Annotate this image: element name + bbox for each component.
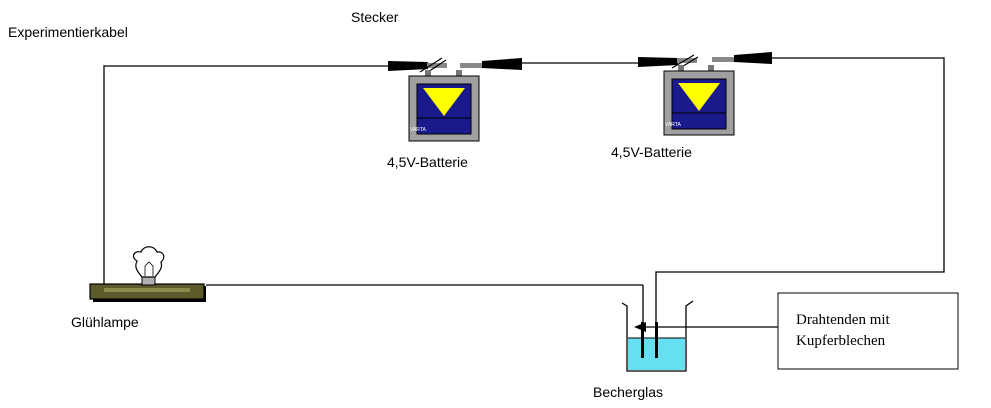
clip-left-1: [388, 61, 428, 71]
clip-right-1: [638, 57, 678, 67]
battery-2-brand: VARTA: [665, 122, 682, 128]
battery-1-terminal-a: [425, 70, 431, 76]
copper-plate-right: [655, 322, 658, 358]
clip-lever-3: [671, 54, 695, 69]
clip-lever-1: [419, 57, 443, 73]
battery-1: VARTA: [408, 70, 480, 142]
plug-clips-left: [388, 57, 522, 73]
battery-1-brand: VARTA: [410, 127, 427, 133]
clip-right-2-tip: [712, 57, 734, 62]
battery-1-triangle: [423, 88, 465, 116]
battery-2-terminal-b: [708, 65, 714, 71]
lamp: [89, 246, 206, 302]
wire-right: [655, 57, 945, 337]
clip-left-2: [482, 58, 522, 70]
clip-right-2: [734, 52, 772, 64]
callout-line-1: Drahtenden mit: [796, 312, 891, 328]
beaker-glass: [621, 300, 694, 372]
label-plug: Stecker: [351, 9, 399, 25]
callout: Drahtenden mit Kupferblechen: [634, 292, 959, 370]
callout-box: [777, 292, 959, 370]
battery-2-triangle: [678, 83, 720, 111]
clip-right-1-tip: [677, 58, 697, 63]
bulb-filament: [144, 261, 154, 276]
plug-clips-right: [638, 52, 772, 69]
battery-2-terminal-a: [678, 65, 684, 71]
battery-1-terminal-b: [456, 70, 462, 76]
clip-left-2-tip: [460, 63, 482, 68]
wires: [103, 57, 945, 338]
battery-2: VARTA: [663, 65, 735, 136]
callout-arrowhead: [634, 322, 646, 332]
wire-left-top: [103, 65, 390, 285]
callout-line-2: Kupferblechen: [796, 333, 886, 349]
label-lamp: Glühlampe: [71, 314, 139, 330]
label-battery-1: 4,5V-Batterie: [387, 154, 468, 170]
beaker: [621, 300, 694, 372]
label-beaker: Becherglas: [593, 384, 663, 400]
copper-plate-left: [641, 322, 644, 358]
label-battery-2: 4,5V-Batterie: [611, 144, 692, 160]
label-cable: Experimentierkabel: [8, 24, 128, 40]
lamp-base-strip: [104, 288, 190, 292]
